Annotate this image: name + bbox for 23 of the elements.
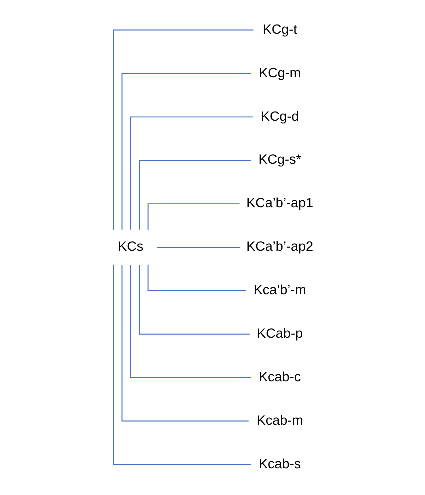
connector <box>148 204 240 231</box>
node-text: KCg-s* <box>258 152 302 168</box>
node-text: KCa’b’-ap2 <box>246 239 314 254</box>
connector <box>130 264 252 378</box>
connector <box>139 264 250 335</box>
node-text: KCab-p <box>257 326 303 341</box>
node-text: Kcab-s <box>259 456 302 472</box>
connector <box>148 264 247 292</box>
connector <box>113 264 252 466</box>
node-text: Kca’b’-m <box>254 282 306 298</box>
node-text: Kcab-c <box>259 369 302 384</box>
connector <box>130 116 254 230</box>
connector <box>113 30 254 231</box>
node-text: Kcab-m <box>256 412 304 428</box>
connector <box>122 264 250 422</box>
connector <box>139 160 252 230</box>
node-text: KCs <box>118 239 144 254</box>
node-text: KCg-d <box>260 108 300 124</box>
node-text: KCg-m <box>259 65 302 80</box>
node-text: KCa’b’-ap1 <box>246 196 314 211</box>
node-text: KCg-t <box>262 22 298 37</box>
connector <box>156 247 240 248</box>
connector <box>122 73 252 230</box>
